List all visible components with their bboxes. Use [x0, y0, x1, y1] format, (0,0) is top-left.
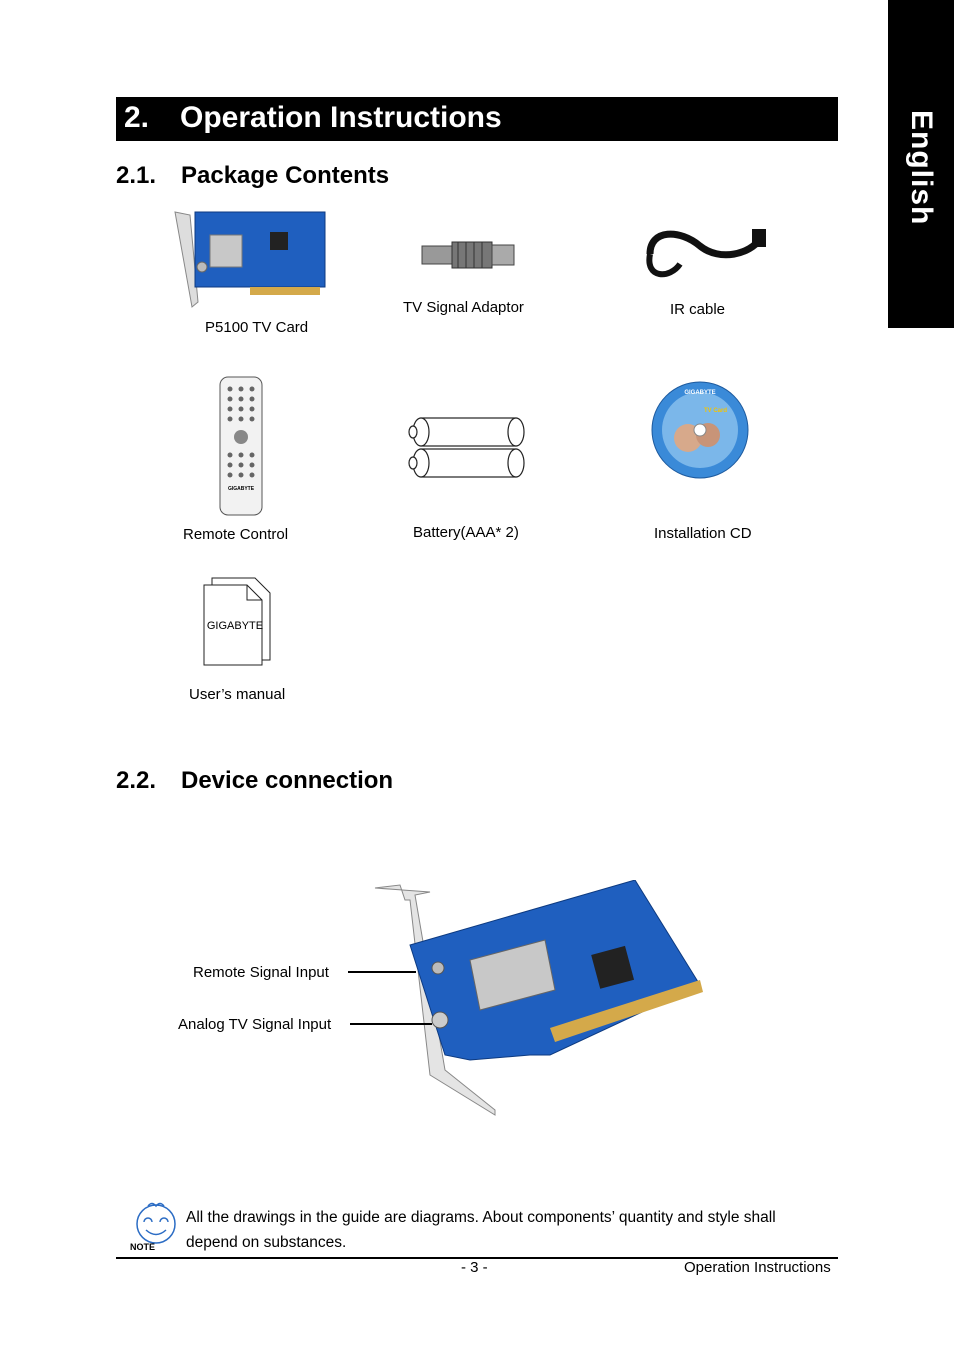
battery-caption: Battery(AAA* 2)	[413, 524, 519, 541]
manual-icon	[203, 577, 271, 666]
tv-card-icon	[174, 211, 326, 308]
adaptor-caption: TV Signal Adaptor	[403, 299, 524, 316]
section-title: Operation Instructions	[180, 101, 502, 134]
package-heading-title: Package Contents	[181, 162, 390, 189]
cable-icon	[646, 229, 766, 278]
remote-icon	[219, 376, 263, 516]
battery-icon	[408, 417, 525, 478]
analog-tv-leader	[350, 1023, 432, 1025]
cd-brand: GIGABYTE	[684, 390, 716, 396]
tv-card-caption: P5100 TV Card	[205, 319, 309, 336]
cd-icon	[651, 381, 749, 479]
footer-section: Operation Instructions	[684, 1259, 831, 1276]
remote-brand: GIGABYTE	[227, 486, 255, 492]
note-label: NOTE	[130, 1242, 156, 1252]
manual-label: GIGABYTE	[206, 620, 264, 632]
device-heading-number: 2.2.	[116, 767, 157, 794]
footer-rule	[116, 1257, 838, 1259]
page-number: - 3 -	[461, 1259, 488, 1276]
section-number: 2.	[124, 101, 150, 134]
cd-product: TV Card	[704, 408, 728, 414]
cd-caption: Installation CD	[654, 525, 752, 542]
device-heading-title: Device connection	[181, 767, 394, 794]
adaptor-icon	[421, 241, 515, 269]
note-text: All the drawings in the guide are diagra…	[186, 1209, 776, 1251]
language-tab-label: English	[905, 110, 938, 226]
cable-caption: IR cable	[670, 301, 726, 318]
section-title-bar: 2. Operation Instructions	[116, 97, 838, 141]
device-card-image	[374, 880, 703, 1116]
package-heading-number: 2.1.	[116, 162, 157, 189]
remote-signal-leader	[348, 971, 416, 973]
manual-caption: User’s manual	[189, 686, 286, 703]
language-tab: English	[888, 0, 954, 328]
remote-signal-callout: Remote Signal Input	[193, 964, 329, 981]
remote-caption: Remote Control	[183, 526, 289, 543]
analog-tv-callout: Analog TV Signal Input	[178, 1016, 332, 1033]
note-icon	[136, 1202, 176, 1244]
